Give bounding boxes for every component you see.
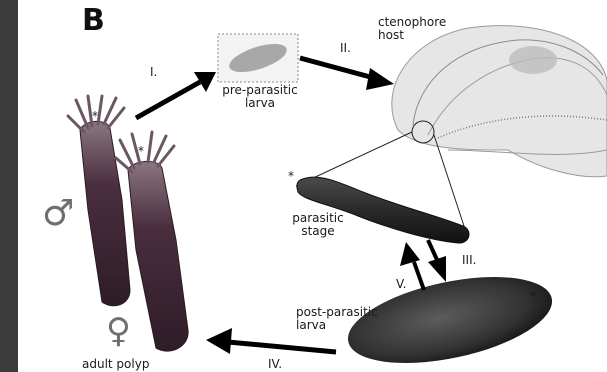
step-I-label: I.: [150, 66, 157, 79]
arrow-II: [300, 58, 394, 90]
figure-panel: B pre-parasitic larva ctenophore host pa…: [18, 0, 607, 372]
step-III-label: III.: [462, 254, 476, 267]
arrow-I: [136, 72, 216, 118]
male-symbol: ♂: [42, 196, 74, 232]
ctenophore-host: [392, 26, 607, 177]
arrow-III: [428, 240, 446, 282]
asterisk-polyp-male: *: [92, 110, 98, 123]
step-II-label: II.: [340, 42, 351, 55]
adult-polyp-male: [68, 96, 130, 306]
post-parasitic-larva-label: post-parasitic larva: [296, 306, 378, 332]
asterisk-polyp-female: *: [138, 145, 144, 158]
ctenophore-host-label: ctenophore host: [378, 16, 446, 42]
pre-parasitic-larva-label: pre-parasitic larva: [218, 84, 302, 110]
adult-polyp-label: adult polyp: [82, 358, 149, 371]
asterisk-post-parasitic: *: [530, 290, 536, 303]
step-IV-label: IV.: [268, 358, 282, 371]
pre-parasitic-larva: [218, 34, 298, 82]
asterisk-parasitic-stage: *: [288, 170, 294, 183]
panel-letter: B: [82, 6, 105, 36]
parasitic-stage-label: parasitic stage: [288, 212, 348, 238]
female-symbol: ♀: [106, 314, 131, 348]
step-V-label: V.: [396, 278, 406, 291]
